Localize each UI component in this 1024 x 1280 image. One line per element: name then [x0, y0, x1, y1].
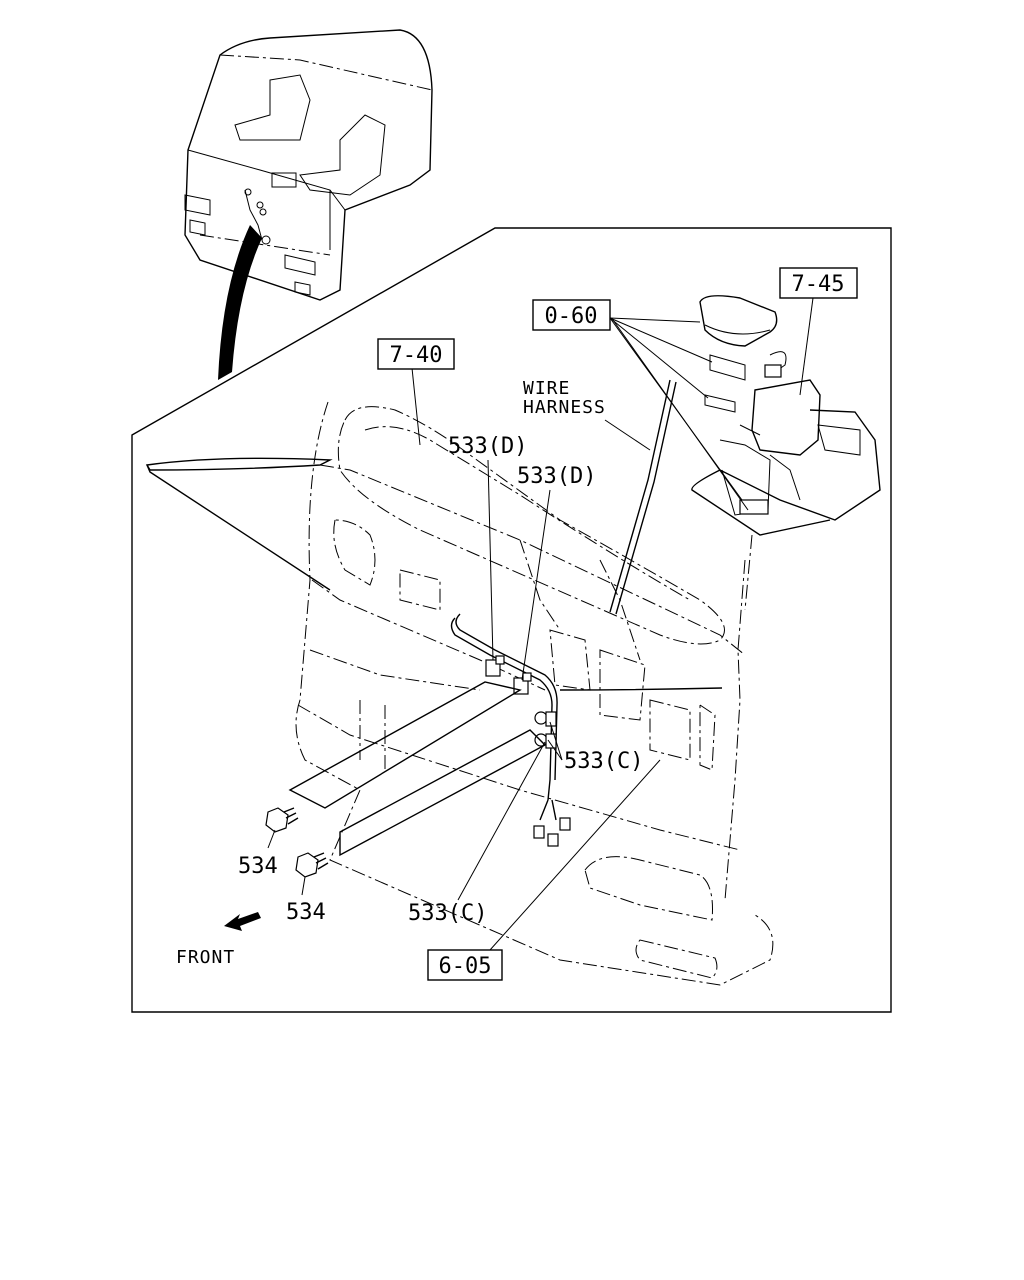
panel-cover: [145, 457, 333, 471]
front-arrow-icon: [224, 912, 261, 931]
ref-label-0-60: 0-60: [545, 304, 598, 329]
wire-harness-label-line1: WIRE: [523, 378, 570, 399]
wire-harness-label-line2: HARNESS: [523, 397, 606, 418]
cab-overview-inset: [184, 29, 433, 301]
callout-arrow: [218, 225, 262, 380]
clip-533c-b: [534, 733, 557, 749]
part-label-533c-b: 533(C): [408, 901, 487, 926]
clip-533d-a: [485, 655, 505, 677]
bracket-strip-lower: [339, 729, 547, 857]
part-label-533d-b: 533(D): [517, 464, 596, 489]
console-module: [691, 295, 881, 536]
front-label: FRONT: [176, 947, 235, 968]
wire-harness: [450, 379, 677, 847]
ref-box-6-05: 6-05: [427, 949, 503, 981]
part-label-534-b: 534: [286, 900, 326, 925]
part-label-534-a: 534: [238, 854, 278, 879]
clip-533c-a: [534, 711, 557, 727]
ref-box-0-60: 0-60: [532, 299, 611, 331]
ref-box-7-40: 7-40: [377, 338, 455, 370]
detail-frame: [131, 227, 892, 1013]
part-label-533d-a: 533(D): [448, 434, 527, 459]
instrument-panel: [295, 401, 774, 986]
ref-box-7-45: 7-45: [779, 267, 858, 299]
part-label-533c-a: 533(C): [564, 749, 643, 774]
bolt-534-b: [295, 852, 329, 878]
bracket-strip-upper: [288, 681, 522, 809]
ref-label-6-05: 6-05: [439, 954, 492, 979]
bolt-534-a: [265, 807, 299, 833]
ref-label-7-40: 7-40: [390, 343, 443, 368]
leader-lines: [267, 297, 814, 951]
ref-label-7-45: 7-45: [792, 272, 845, 297]
